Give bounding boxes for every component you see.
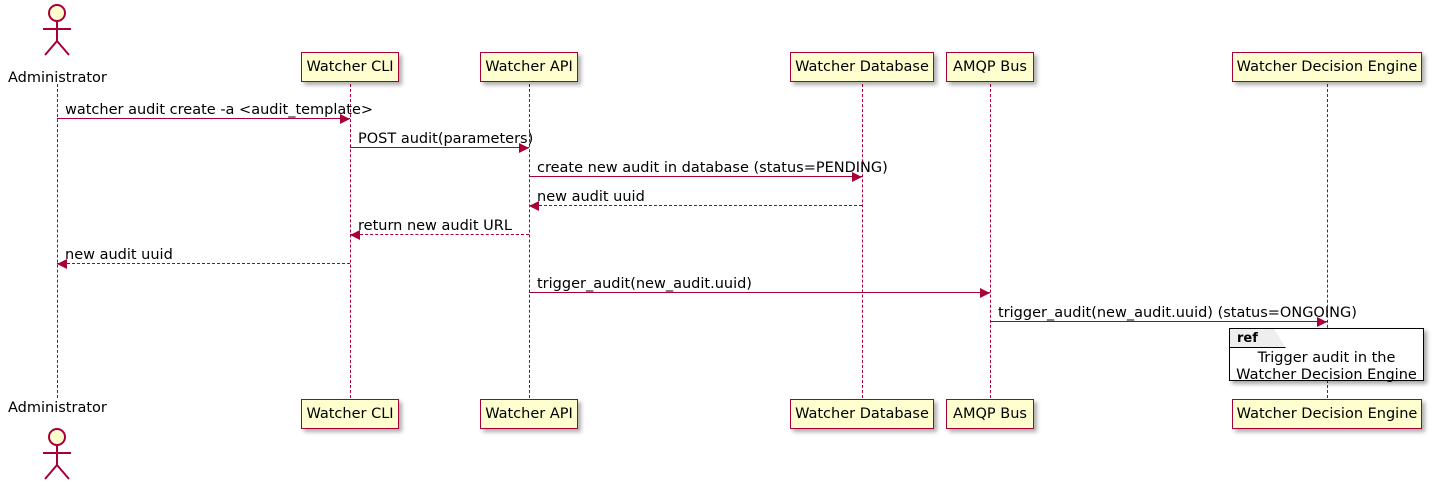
message-line-7 [990,321,1327,322]
lifeline-watcher-database [862,84,863,398]
message-arrowhead-2 [852,171,862,182]
message-arrowhead-3 [529,200,539,211]
message-label-3: new audit uuid [537,189,645,205]
participant-label: Watcher Database [795,58,929,75]
participant-label: AMQP Bus [953,405,1027,422]
ref-fragment-tab: ref [1230,329,1286,348]
message-line-2 [529,176,862,177]
actor-administrator-top-label: Administrator [8,70,107,86]
actor-administrator-bottom-label: Administrator [8,400,107,416]
ref-fragment-line-1: Watcher Decision Engine [1236,367,1417,383]
participant-watcher-decision-engine-bottom[interactable]: Watcher Decision Engine [1232,399,1422,429]
message-label-5: new audit uuid [65,247,173,263]
message-arrowhead-1 [519,142,529,153]
message-label-7: trigger_audit(new_audit.uuid) (status=ON… [998,305,1357,321]
ref-fragment-tab-notch [1274,329,1287,350]
participant-label: Watcher Decision Engine [1236,58,1418,75]
participant-label: Watcher API [485,58,573,75]
actor-administrator-top [35,4,79,56]
participant-watcher-api-top[interactable]: Watcher API [480,52,578,82]
message-arrowhead-5 [57,258,67,269]
message-line-3 [529,205,862,206]
message-line-0 [57,118,350,119]
participant-amqp-bus-bottom[interactable]: AMQP Bus [946,399,1034,429]
participant-watcher-cli-top[interactable]: Watcher CLI [301,52,399,82]
message-line-5 [57,263,350,264]
message-label-6: trigger_audit(new_audit.uuid) [537,276,752,292]
lifeline-amqp-bus [990,84,991,398]
lifeline-watcher-api [529,84,530,398]
lifeline-administrator [57,84,58,398]
message-label-2: create new audit in database (status=PEN… [537,160,888,176]
participant-label: Watcher CLI [306,405,394,422]
participant-watcher-decision-engine-top[interactable]: Watcher Decision Engine [1232,52,1422,82]
message-arrowhead-6 [980,287,990,298]
message-arrowhead-4 [350,229,360,240]
message-arrowhead-7 [1317,316,1327,327]
participant-watcher-api-bottom[interactable]: Watcher API [480,399,578,429]
actor-administrator-bottom [35,428,79,480]
participant-watcher-cli-bottom[interactable]: Watcher CLI [301,399,399,429]
participant-watcher-database-top[interactable]: Watcher Database [790,52,934,82]
message-line-1 [350,147,529,148]
participant-label: Watcher Database [795,405,929,422]
ref-fragment-tab-label: ref [1237,330,1258,346]
participant-label: Watcher API [485,405,573,422]
ref-fragment-line-0: Trigger audit in the [1257,350,1396,366]
participant-watcher-database-bottom[interactable]: Watcher Database [790,399,934,429]
message-line-6 [529,292,990,293]
message-label-1: POST audit(parameters) [358,131,534,147]
participant-amqp-bus-top[interactable]: AMQP Bus [946,52,1034,82]
participant-label: AMQP Bus [953,58,1027,75]
participant-label: Watcher CLI [306,58,394,75]
participant-label: Watcher Decision Engine [1236,405,1418,422]
lifeline-watcher-cli [350,84,351,398]
message-label-0: watcher audit create -a <audit_template> [65,102,374,118]
message-line-4 [350,234,529,235]
message-label-4: return new audit URL [358,218,512,234]
message-arrowhead-0 [340,113,350,124]
lifeline-watcher-decision-engine [1327,84,1328,398]
